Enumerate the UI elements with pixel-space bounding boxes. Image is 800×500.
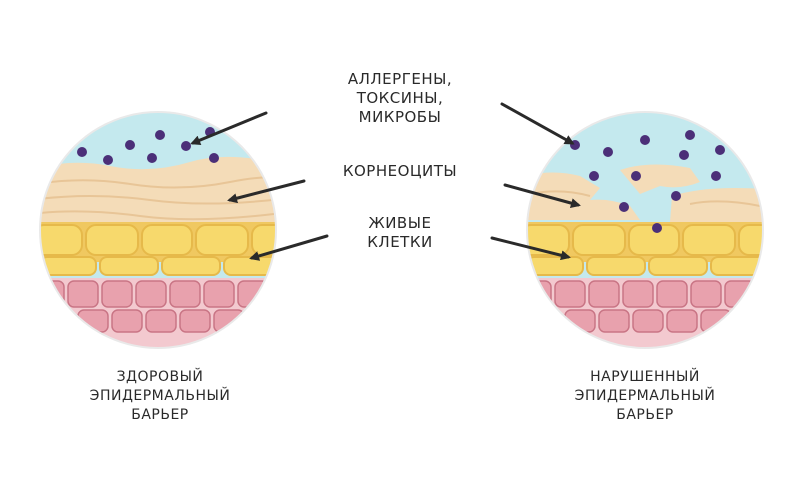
microbe-icon — [679, 150, 689, 160]
microbe-icon — [77, 147, 87, 157]
caption-damaged: НАРУШЕННЫЙ ЭПИДЕРМАЛЬНЫЙ БАРЬЕР — [574, 369, 716, 423]
arrow-left-allergens — [190, 111, 268, 145]
corneum-fragment — [670, 188, 763, 222]
arrow-left-corneocytes — [227, 179, 306, 204]
pointer-arrows — [190, 102, 581, 261]
microbe-icon — [631, 171, 641, 181]
caption-healthy: ЗДОРОВЫЙ ЭПИДЕРМАЛЬНЫЙ БАРЬЕР — [89, 369, 231, 423]
microbe-icon — [147, 153, 157, 163]
arrow-right-live-cells — [490, 236, 571, 261]
microbe-icon — [603, 147, 613, 157]
microbe-icon — [103, 155, 113, 165]
corneum-fragment — [620, 164, 700, 194]
label-allergens: АЛЛЕРГЕНЫ, ТОКСИНЫ, МИКРОБЫ — [347, 70, 453, 126]
damaged-skin-circle — [526, 111, 764, 349]
microbe-icon — [652, 223, 662, 233]
label-corneocytes: КОРНЕОЦИТЫ — [342, 162, 458, 180]
arrow-right-allergens — [500, 102, 575, 145]
healthy-skin-circle — [39, 111, 277, 349]
living-cells — [40, 224, 276, 276]
label-live-cells: ЖИВЫЕ КЛЕТКИ — [367, 214, 433, 251]
microbe-icon — [711, 171, 721, 181]
microbe-icon — [209, 153, 219, 163]
microbes-healthy — [77, 127, 219, 165]
microbe-icon — [125, 140, 135, 150]
basal-cells — [527, 280, 763, 333]
microbe-icon — [671, 191, 681, 201]
microbe-icon — [640, 135, 650, 145]
microbe-icon — [715, 145, 725, 155]
microbes-damaged — [570, 130, 725, 233]
microbe-icon — [155, 130, 165, 140]
microbe-icon — [685, 130, 695, 140]
microbe-icon — [589, 171, 599, 181]
microbe-icon — [181, 141, 191, 151]
living-cells — [527, 224, 763, 276]
arrow-left-live-cells — [249, 234, 329, 261]
basal-cells — [40, 280, 276, 348]
microbe-icon — [619, 202, 629, 212]
arrow-right-corneocytes — [503, 183, 581, 208]
corneum-fragment — [527, 172, 640, 220]
